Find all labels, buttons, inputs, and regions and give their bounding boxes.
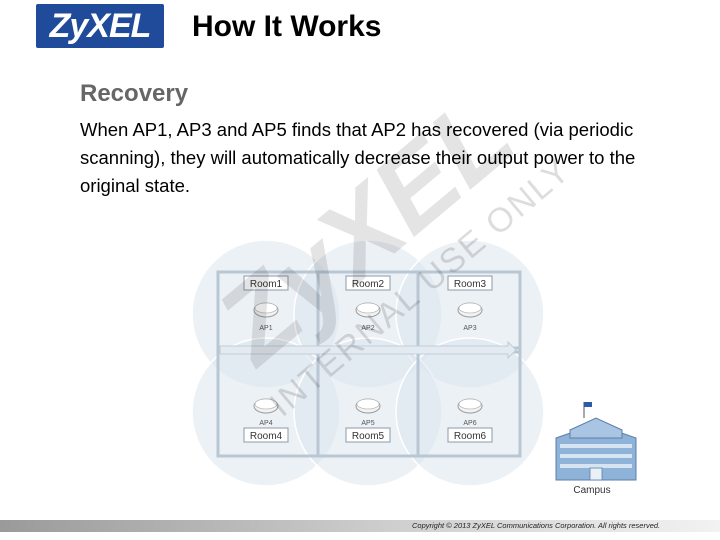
room-5: AP5 Room5: [345, 398, 391, 443]
logo-text: ZyXEL: [49, 6, 152, 45]
ap-label-6: AP6: [463, 420, 476, 427]
access-point-icon: [457, 398, 483, 414]
access-point-icon: [355, 302, 381, 318]
room-label-2: Room2: [352, 279, 385, 290]
access-point-icon: [253, 398, 279, 414]
room-2: Room2 AP2: [345, 275, 391, 332]
access-point-icon: [253, 302, 279, 318]
footer-bar: [0, 520, 720, 532]
copyright-text: Copyright © 2013 ZyXEL Communications Co…: [412, 521, 661, 530]
campus-label: Campus: [573, 485, 610, 496]
room-label-1: Room1: [250, 279, 283, 290]
room-label-5: Room5: [352, 431, 385, 442]
room-4: AP4 Room4: [243, 398, 289, 443]
section-subtitle: Recovery: [80, 80, 189, 107]
campus-building: Campus: [555, 402, 637, 496]
room-1: Room1 AP1: [243, 275, 289, 332]
body-paragraph: When AP1, AP3 and AP5 finds that AP2 has…: [80, 119, 636, 196]
room-label-4: Room4: [250, 431, 283, 442]
zyxel-logo: ZyXEL: [36, 4, 164, 48]
ap-label-1: AP1: [259, 325, 272, 332]
page-title: How It Works: [192, 10, 382, 43]
ap-label-4: AP4: [259, 420, 272, 427]
access-point-icon: [355, 398, 381, 414]
corridor-arrow: [219, 340, 517, 360]
room-label-3: Room3: [454, 279, 487, 290]
building-icon: [555, 402, 637, 481]
floor-plan-diagram: Room1 AP1 Room2 AP2 Room3 AP3 AP4 Room4: [191, 239, 545, 487]
room-3: Room3 AP3: [447, 275, 493, 332]
access-point-icon: [457, 302, 483, 318]
ap-label-3: AP3: [463, 325, 476, 332]
room-6: AP6 Room6: [447, 398, 493, 443]
ap-label-5: AP5: [361, 420, 374, 427]
ap-label-2: AP2: [361, 325, 374, 332]
room-label-6: Room6: [454, 431, 487, 442]
